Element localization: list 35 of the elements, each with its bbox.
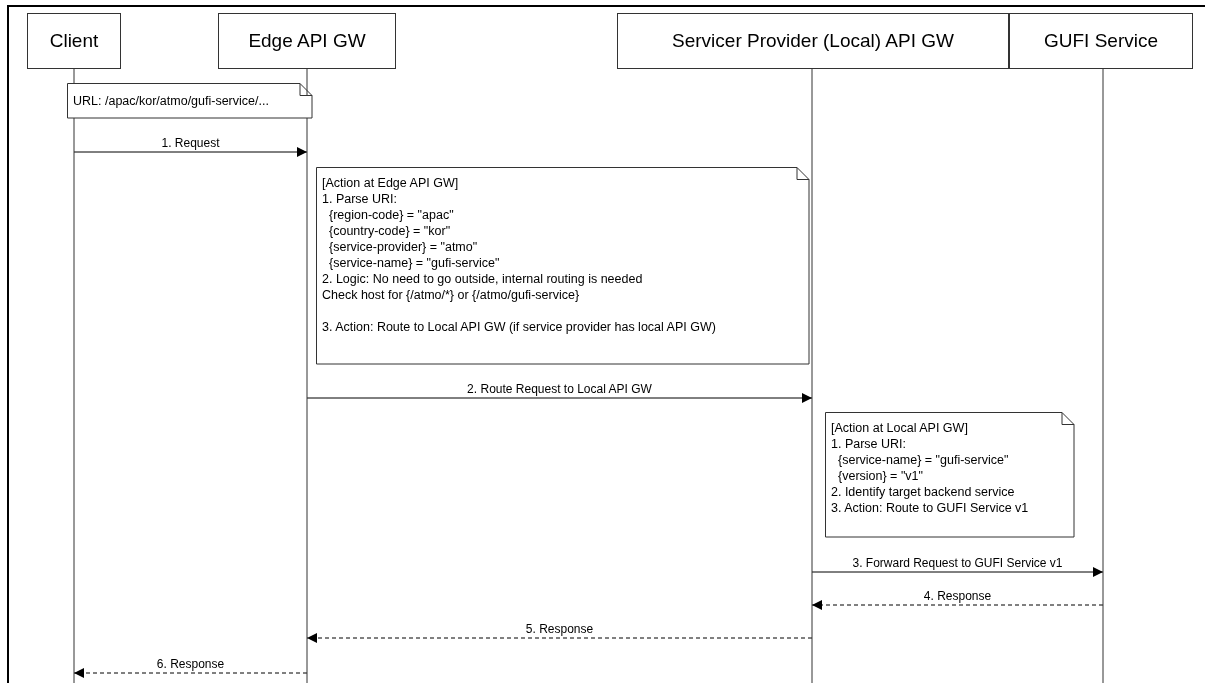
participant-name: GUFI Service (1044, 30, 1158, 52)
note-text: 3. Action: Route to Local API GW (if service provider has local API GW) (322, 319, 716, 335)
participant-name: Client (49, 30, 99, 52)
note-text: 2. Identify target backend service (831, 484, 1015, 500)
note-text: [Action at Local API GW] (831, 420, 968, 436)
participant-name: Servicer Provider (Local) API GW (672, 30, 954, 52)
note-text: URL: /apac/kor/atmo/gufi-service/... (73, 93, 269, 109)
participant-name: Edge API GW (248, 30, 366, 52)
note-text: {country-code} = "kor" (329, 223, 451, 239)
message-arrow (811, 600, 1104, 610)
note-text: {service-name} = "gufi-service" (838, 452, 1009, 468)
message-arrow (306, 393, 813, 403)
note-text: 3. Action: Route to GUFI Service v1 (831, 500, 1029, 516)
note-text: 2. Logic: No need to go outside, internal routing is needed (322, 271, 643, 287)
note-box (316, 167, 810, 365)
edge-label: 2. Route Request to Local API GW (465, 382, 654, 396)
note-text: {service-provider} = "atmo" (329, 239, 478, 255)
note-box (825, 412, 1075, 538)
note-text: Check host for {/atmo/*} or {/atmo/gufi-service} (322, 287, 580, 303)
note-text: {service-name} = "gufi-service" (329, 255, 500, 271)
edge-label: 1. Request (159, 136, 222, 150)
edge-label: 3. Forward Request to GUFI Service v1 (850, 556, 1065, 570)
note-text: 1. Parse URI: (322, 191, 398, 207)
note-text: {version} = "v1" (838, 468, 923, 484)
edge-label: 6. Response (154, 657, 227, 671)
message-arrow (306, 633, 813, 643)
message-arrow (73, 147, 308, 157)
note-text: {region-code} = "apac" (329, 207, 454, 223)
edge-label: 4. Response (921, 589, 994, 603)
note-text: 1. Parse URI: (831, 436, 907, 452)
edge-label: 5. Response (523, 622, 596, 636)
message-arrow (73, 668, 308, 678)
message-arrow (811, 567, 1104, 577)
note-text: [Action at Edge API GW] (322, 175, 459, 191)
note-box (67, 83, 313, 119)
